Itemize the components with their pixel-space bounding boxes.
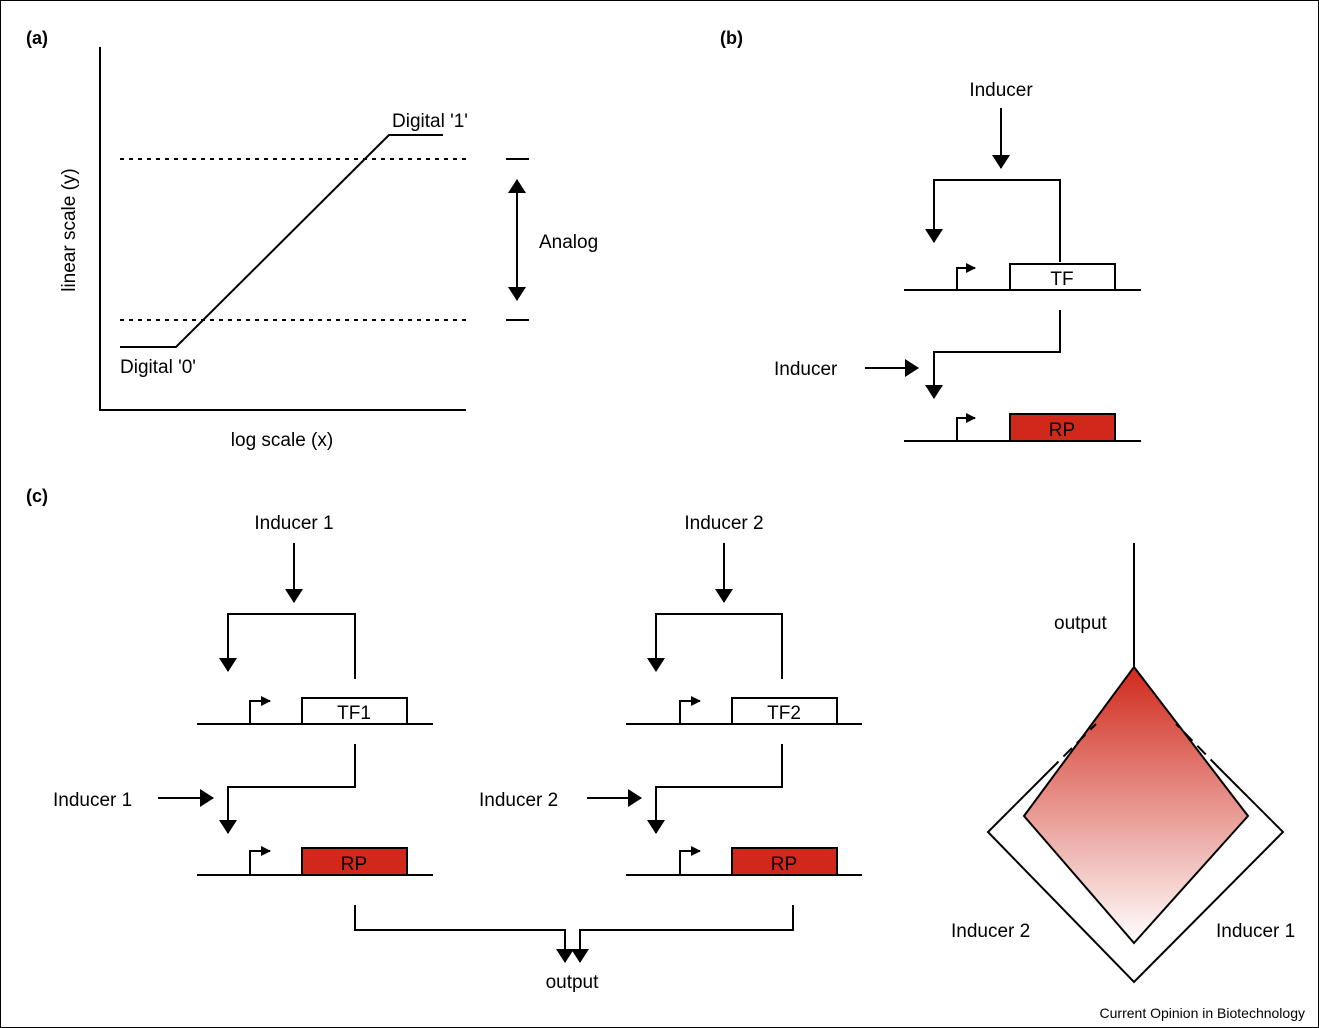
rp1-gene-box <box>301 847 408 876</box>
y-axis-label: linear scale (y) <box>59 168 80 292</box>
inducer2-axis-dashed <box>1049 723 1097 771</box>
circuit-1: Inducer 1 TF1 Inducer 1 RP <box>53 513 433 876</box>
panel-c: (c) Inducer 1 TF1 Inducer 1 RP Inducer 2 <box>26 486 1295 993</box>
inducer-top-label: Inducer <box>969 80 1033 101</box>
panel-c-label: (c) <box>26 486 48 506</box>
rp2-label: RP <box>771 854 797 875</box>
journal-credit: Current Opinion in Biotechnology <box>1100 1005 1305 1021</box>
output-response-diamond <box>1022 665 1250 945</box>
rp-label: RP <box>1049 420 1075 441</box>
tf2-feedback-arrow <box>647 613 783 679</box>
output-arrow-left <box>354 905 574 963</box>
tf2-gene-box <box>731 697 838 725</box>
diamond-inducer1-label: Inducer 1 <box>1216 921 1295 942</box>
tf1-label: TF1 <box>337 703 371 724</box>
tf1-to-rp-arrow <box>219 744 356 834</box>
tf2-to-rp-arrow <box>647 744 783 834</box>
tf-gene-box <box>1009 263 1116 291</box>
output-arrow-right <box>571 905 794 963</box>
promoter-c2-1 <box>679 696 701 724</box>
panel-a-label: (a) <box>26 28 48 48</box>
tf1-gene-box <box>301 697 408 725</box>
axes <box>99 47 466 411</box>
panel-b: (b) Inducer TF Inducer RP <box>720 28 1141 442</box>
and-gate-diamond: output Inducer 2 Inducer 1 <box>951 543 1295 984</box>
tf-to-rp-arrow <box>925 310 1061 399</box>
promoter-1 <box>956 263 976 290</box>
promoter-c2-2 <box>679 846 701 875</box>
transfer-curve <box>120 134 443 348</box>
promoter-c1-2 <box>249 846 271 875</box>
diamond-inducer2-label: Inducer 2 <box>951 921 1030 942</box>
rp1-label: RP <box>341 854 367 875</box>
rp-gene-box <box>1009 413 1116 442</box>
tf1-feedback-arrow <box>219 613 356 679</box>
inducer1-top-label: Inducer 1 <box>254 513 333 534</box>
tf-label: TF <box>1050 269 1073 290</box>
digital-one-label: Digital '1' <box>392 111 468 132</box>
circuit-2: Inducer 2 TF2 Inducer 2 RP <box>479 513 862 876</box>
diamond-output-label: output <box>1054 613 1108 634</box>
inducer2-side-label: Inducer 2 <box>479 790 558 811</box>
tf2-label: TF2 <box>767 703 801 724</box>
panel-a: (a) Analog Digital '1' Digital '0' log s… <box>26 28 598 451</box>
inducer1-axis-dashed <box>1175 723 1220 769</box>
inducer1-side-label: Inducer 1 <box>53 790 132 811</box>
inducer2-top-label: Inducer 2 <box>684 513 763 534</box>
output-label: output <box>546 972 600 993</box>
inducer-side-label: Inducer <box>774 359 838 380</box>
promoter-2 <box>956 413 976 441</box>
analog-label: Analog <box>539 232 598 253</box>
x-axis-label: log scale (x) <box>231 430 333 451</box>
tf-feedback-arrow <box>925 179 1061 262</box>
promoter-c1-1 <box>249 696 271 724</box>
digital-zero-label: Digital '0' <box>120 357 196 378</box>
panel-b-label: (b) <box>720 28 743 48</box>
rp2-gene-box <box>731 847 838 876</box>
inducer-axes <box>986 767 1285 984</box>
